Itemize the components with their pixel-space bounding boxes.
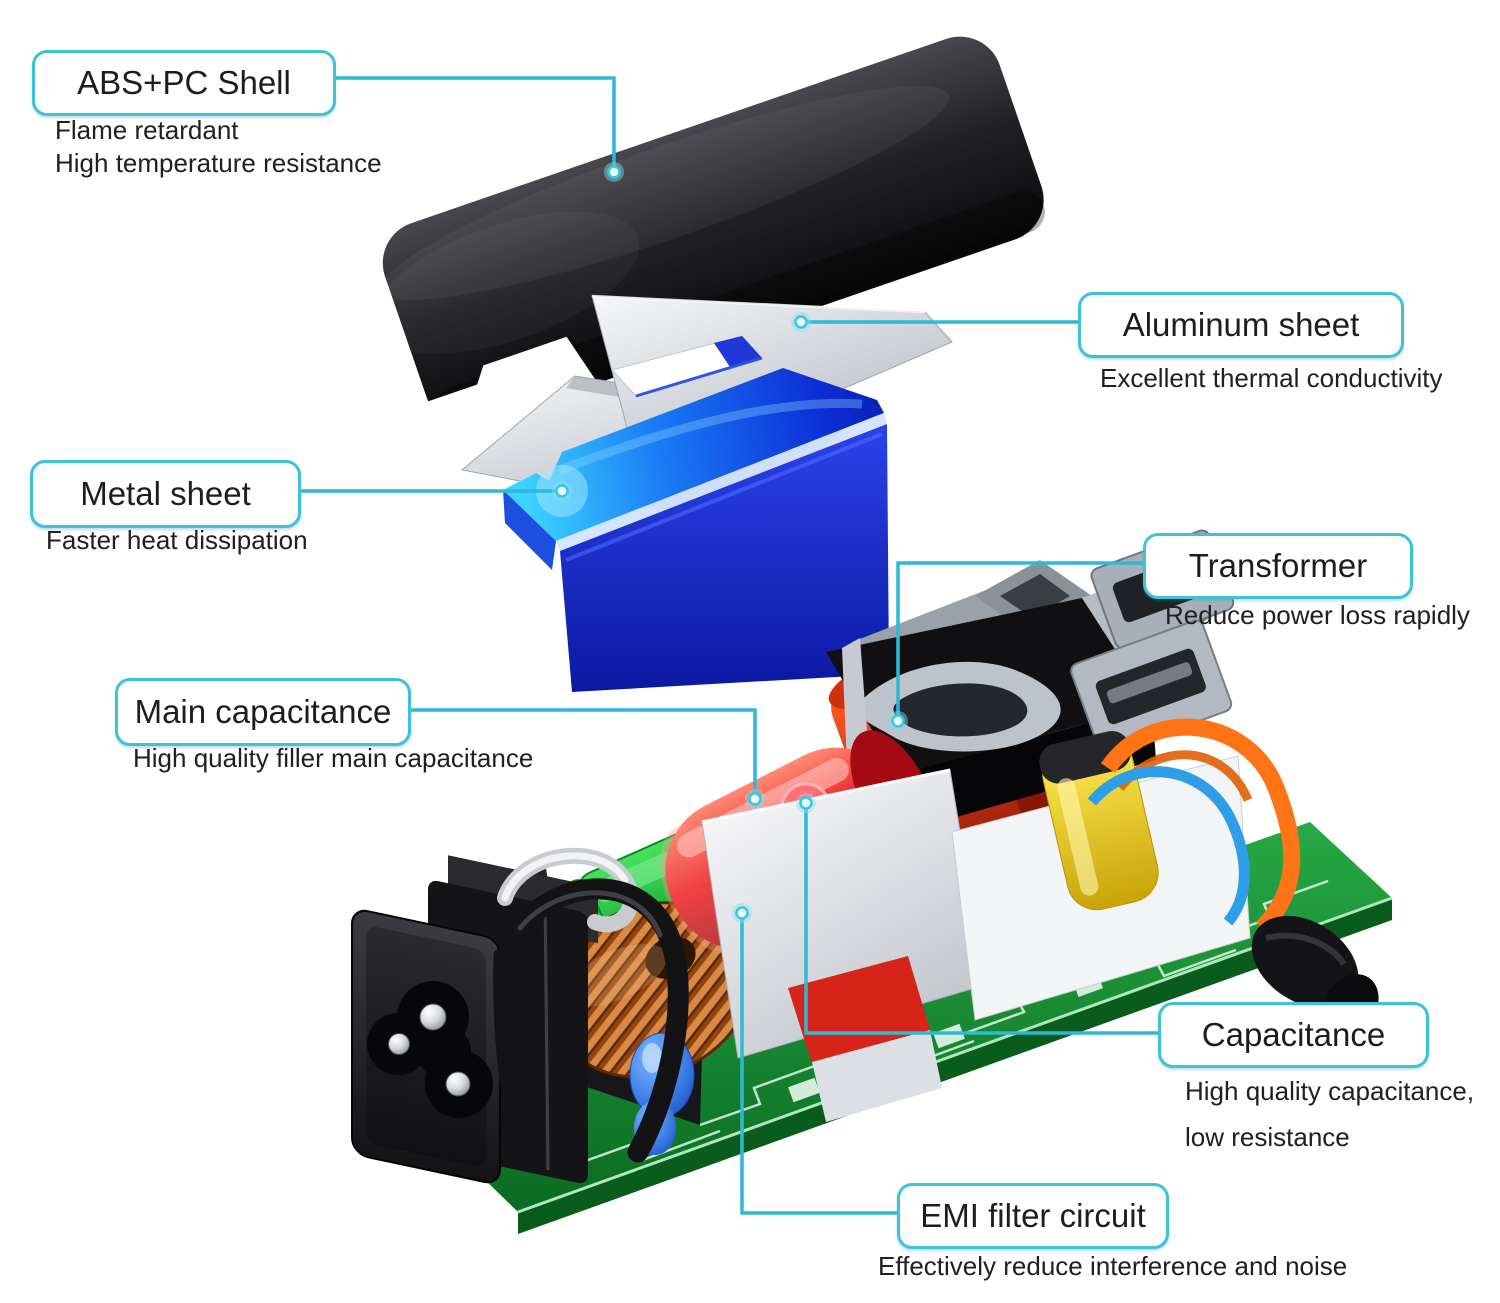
callout-title: Capacitance (1201, 1016, 1386, 1053)
subtitle-line: High quality capacitance, (1185, 1076, 1475, 1106)
callout-transformer: Transformer (1143, 533, 1413, 599)
callout-abs-pc-shell: ABS+PC Shell (32, 50, 336, 116)
callout-metal-sheet-subtitle: Faster heat dissipation (46, 524, 308, 557)
leader-transformer (896, 561, 1143, 715)
subtitle-line: Flame retardant (55, 115, 239, 145)
power-inlet-illustration (351, 855, 598, 1184)
leader-abs-pc-shell (330, 76, 616, 166)
callout-emi-filter: EMI filter circuit (897, 1183, 1169, 1249)
leader-dots (552, 162, 908, 923)
callout-title: Main capacitance (134, 693, 392, 730)
callout-title: Aluminum sheet (1122, 306, 1360, 343)
subtitle-line: Faster heat dissipation (46, 525, 308, 555)
inlet-wires (493, 847, 689, 1165)
subtitle-line: Reduce power loss rapidly (1165, 600, 1470, 630)
callout-title: Transformer (1188, 547, 1368, 584)
subtitle-line: low resistance (1185, 1122, 1350, 1152)
subtitle-line: High quality filler main capacitance (133, 743, 534, 773)
leader-main-capacitance (405, 708, 757, 793)
callout-capacitance-subtitle: High quality capacitance, low resistance (1185, 1068, 1474, 1160)
callout-capacitance: Capacitance (1158, 1002, 1429, 1068)
subtitle-line: High temperature resistance (55, 148, 382, 178)
callout-title: ABS+PC Shell (77, 64, 291, 101)
callout-main-capacitance: Main capacitance (115, 678, 411, 746)
leader-capacitance (804, 809, 1158, 1035)
callout-title: EMI filter circuit (920, 1197, 1146, 1234)
callout-title: Metal sheet (80, 475, 251, 512)
subtitle-line: Effectively reduce interference and nois… (878, 1251, 1348, 1281)
callout-transformer-subtitle: Reduce power loss rapidly (1165, 599, 1470, 632)
leader-lines (295, 76, 1158, 1215)
shell-cable-notch (418, 336, 602, 447)
callout-abs-pc-shell-subtitle: Flame retardant High temperature resista… (55, 114, 382, 180)
callout-aluminum-sheet: Aluminum sheet (1078, 292, 1404, 358)
callout-metal-sheet: Metal sheet (30, 460, 301, 528)
pcb-assembly-illustration (351, 529, 1393, 1234)
callout-aluminum-sheet-subtitle: Excellent thermal conductivity (1100, 362, 1442, 395)
subtitle-line: Excellent thermal conductivity (1100, 363, 1443, 393)
inlet-pins (388, 1003, 471, 1097)
callout-main-capacitance-subtitle: High quality filler main capacitance (133, 742, 533, 775)
leader-emi-filter (740, 919, 897, 1215)
callout-emi-filter-subtitle: Effectively reduce interference and nois… (878, 1250, 1347, 1283)
